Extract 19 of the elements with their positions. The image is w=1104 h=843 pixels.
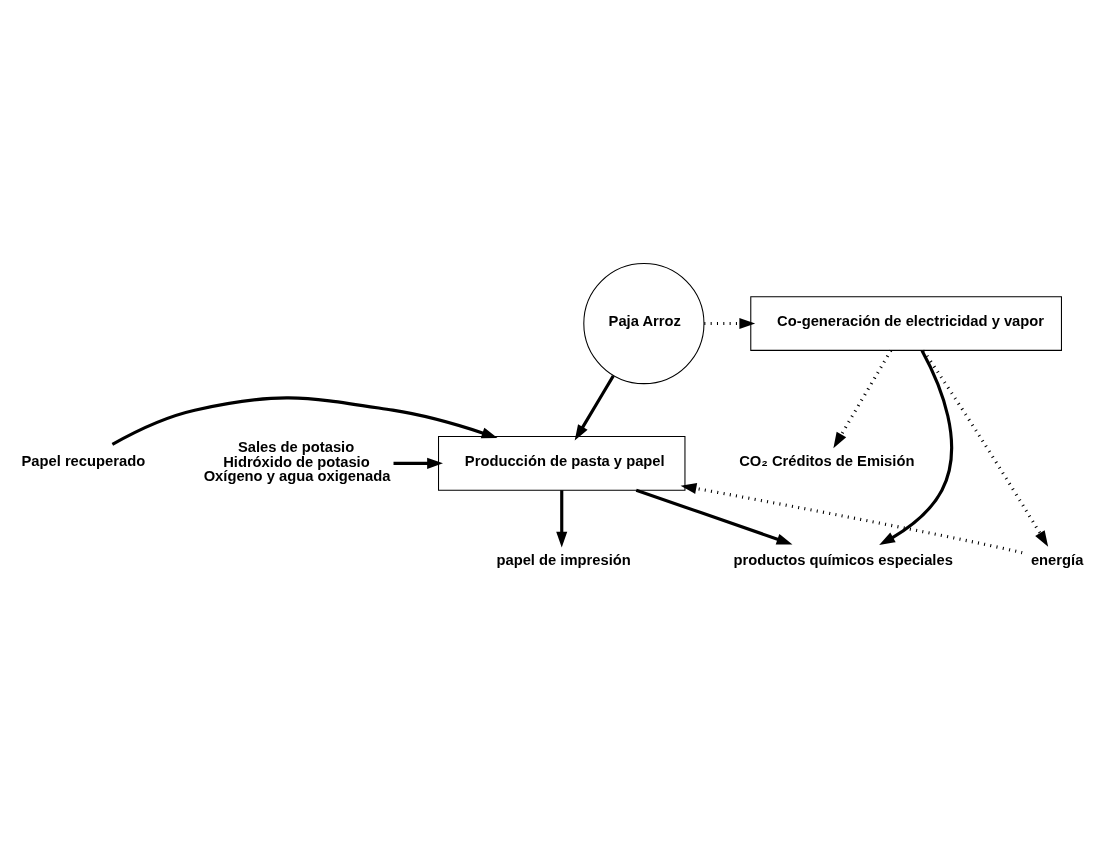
arrow bbox=[635, 488, 793, 544]
arrow bbox=[393, 457, 443, 469]
arrow bbox=[556, 489, 568, 548]
node-text: Sales de potasio Hidróxido de potasio Oxígeno y agua oxigenada bbox=[203, 438, 391, 484]
arrow bbox=[833, 349, 893, 448]
arrow bbox=[680, 482, 1023, 554]
node-text: energía bbox=[1030, 551, 1084, 568]
arrow bbox=[574, 374, 615, 441]
node-text: papel de impresión bbox=[496, 551, 631, 568]
node-text: Papel recuperado bbox=[21, 452, 146, 469]
node-box: Co-generación de electricidad y vapor bbox=[750, 295, 1062, 351]
arrow bbox=[111, 395, 498, 446]
node-box: Producción de pasta y papel bbox=[438, 435, 686, 491]
node-circle: Paja Arroz bbox=[583, 262, 705, 384]
arrow bbox=[922, 349, 1049, 547]
arrow bbox=[879, 349, 954, 545]
node-text: CO₂ Créditos de Emisión bbox=[739, 452, 915, 469]
arrow bbox=[704, 317, 756, 329]
node-text: productos químicos especiales bbox=[733, 551, 953, 568]
